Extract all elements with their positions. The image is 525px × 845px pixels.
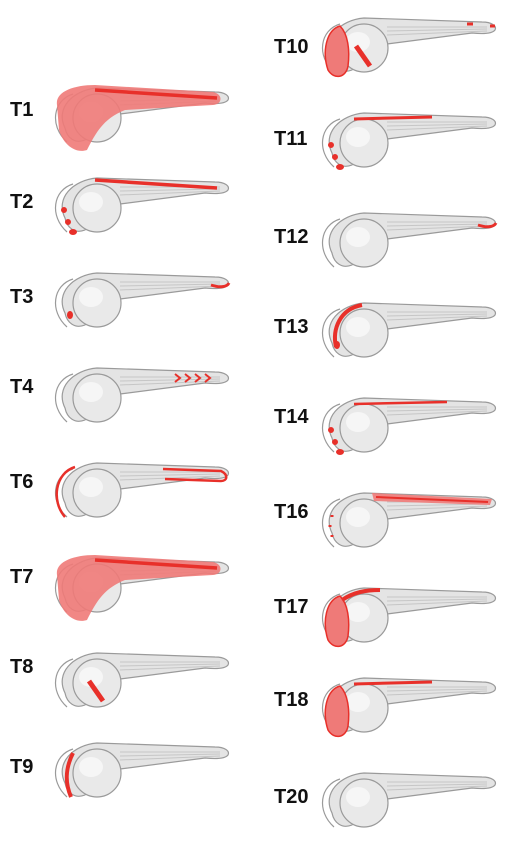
- panel-t8: T8: [0, 635, 262, 725]
- embryo-illustration: [262, 475, 524, 565]
- yolk-highlight: [346, 602, 370, 622]
- expression-head-spot: [67, 311, 73, 319]
- yolk-highlight: [79, 382, 103, 402]
- panel-t6: T6: [0, 445, 262, 535]
- yolk-highlight: [346, 787, 370, 807]
- embryo-illustration: [262, 380, 524, 470]
- panel-t2: T2: [0, 160, 262, 250]
- embryo-illustration: [262, 755, 524, 845]
- yolk-highlight: [79, 477, 103, 497]
- embryo-illustration: [262, 570, 524, 660]
- embryo-illustration: [262, 0, 524, 90]
- expression-trunk-stripe: [354, 682, 432, 684]
- panel-t18: T18: [262, 660, 524, 750]
- embryo-illustration: [262, 660, 524, 750]
- embryo-illustration: [0, 445, 262, 535]
- panel-t14: T14: [262, 380, 524, 470]
- embryo-illustration: [0, 70, 262, 160]
- panel-t17: T17: [262, 570, 524, 660]
- expression-head-spot: [334, 341, 340, 349]
- panel-t7: T7: [0, 540, 262, 630]
- embryo-illustration: [0, 725, 262, 815]
- panel-t9: T9: [0, 725, 262, 815]
- embryo-illustration: [262, 95, 524, 185]
- panel-t12: T12: [262, 195, 524, 285]
- expression-head-block: [325, 686, 348, 736]
- expression-trunk-stripe: [354, 117, 432, 119]
- embryo-illustration: [0, 160, 262, 250]
- embryo-illustration: [262, 195, 524, 285]
- yolk-highlight: [79, 757, 103, 777]
- panel-t3: T3: [0, 255, 262, 345]
- embryo-illustration: [0, 255, 262, 345]
- yolk-highlight: [346, 227, 370, 247]
- yolk-highlight: [346, 692, 370, 712]
- panel-t16: T16: [262, 475, 524, 565]
- expression-head-block: [325, 596, 348, 646]
- panel-t4: T4: [0, 350, 262, 440]
- yolk-highlight: [346, 412, 370, 432]
- embryo-illustration: [0, 540, 262, 630]
- panel-t11: T11: [262, 95, 524, 185]
- yolk-highlight: [346, 127, 370, 147]
- panel-t10: T10: [262, 0, 524, 90]
- yolk-highlight: [346, 507, 370, 527]
- panel-t1: T1: [0, 70, 262, 160]
- embryo-illustration: [0, 635, 262, 725]
- panel-t20: T20: [262, 755, 524, 845]
- embryo-illustration: [262, 285, 524, 375]
- yolk-highlight: [346, 317, 370, 337]
- yolk-highlight: [79, 192, 103, 212]
- panel-t13: T13: [262, 285, 524, 375]
- yolk-highlight: [79, 287, 103, 307]
- expression-head-block: [325, 26, 348, 76]
- embryo-illustration: [0, 350, 262, 440]
